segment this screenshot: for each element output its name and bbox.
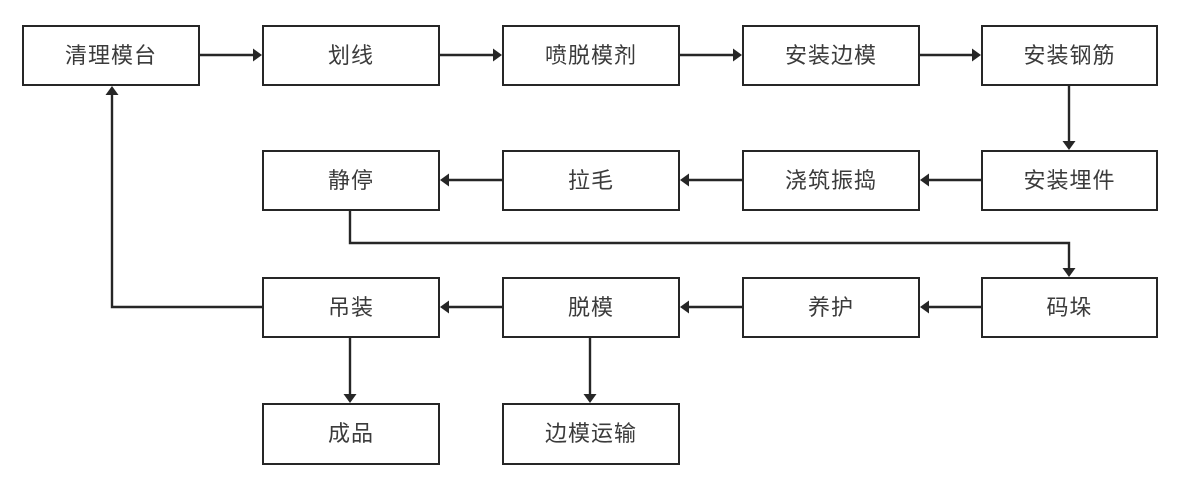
process-node-label: 成品 <box>327 421 374 446</box>
process-node-anzhuanggangjin[interactable]: 安装钢筋 <box>981 25 1158 86</box>
process-node-label: 安装钢筋 <box>1023 42 1116 68</box>
process-node-label: 划线 <box>327 42 374 68</box>
process-node-penttuomoji[interactable]: 喷脱模剂 <box>502 25 680 86</box>
process-node-anzhuangbianmo[interactable]: 安装边模 <box>742 25 920 86</box>
process-node-jingting[interactable]: 静停 <box>262 150 440 211</box>
edge-anzhuangbianmo-to-anzhuanggangjin <box>920 48 981 62</box>
process-node-label: 清理模台 <box>64 42 157 68</box>
edge-diaozhuang-to-chengpin <box>343 338 357 403</box>
process-node-label: 静停 <box>327 167 374 193</box>
edge-yanghu-to-tuomo <box>680 300 742 314</box>
process-node-label: 安装边模 <box>784 42 877 68</box>
edge-jingting-to-maduo <box>348 211 1076 277</box>
edge-anzhuanggangjin-to-anzhuangmaijian <box>1062 86 1076 150</box>
process-node-maduo[interactable]: 码垛 <box>981 277 1158 338</box>
edge-tuomo-to-bianmoyunshu <box>583 338 597 403</box>
edge-anzhuangmaijian-to-jiaozhuzhendao <box>920 173 981 187</box>
edge-maduo-to-yanghu <box>920 300 981 314</box>
edge-diaozhuang-to-qinglimotai <box>105 86 262 309</box>
process-node-huaxian[interactable]: 划线 <box>262 25 440 86</box>
process-node-label: 拉毛 <box>567 167 614 193</box>
process-node-label: 边模运输 <box>544 421 637 446</box>
process-node-anzhuangmaijian[interactable]: 安装埋件 <box>981 150 1158 211</box>
process-node-label: 吊装 <box>327 294 374 320</box>
process-node-yanghu[interactable]: 养护 <box>742 277 920 338</box>
process-node-diaozhuang[interactable]: 吊装 <box>262 277 440 338</box>
process-node-label: 码垛 <box>1046 294 1093 320</box>
edge-qinglimotai-to-huaxian <box>200 48 262 62</box>
process-node-label: 喷脱模剂 <box>544 42 637 68</box>
edge-huaxian-to-penttuomoji <box>440 48 502 62</box>
process-node-lamao[interactable]: 拉毛 <box>502 150 680 211</box>
edge-penttuomoji-to-anzhuangbianmo <box>680 48 742 62</box>
process-node-label: 安装埋件 <box>1023 167 1116 193</box>
process-node-tuomo[interactable]: 脱模 <box>502 277 680 338</box>
process-node-jiaozhuzhendao[interactable]: 浇筑振捣 <box>742 150 920 211</box>
process-node-label: 脱模 <box>567 294 614 320</box>
edge-jiaozhuzhendao-to-lamao <box>680 173 742 187</box>
edge-tuomo-to-diaozhuang <box>440 300 502 314</box>
process-node-label: 浇筑振捣 <box>784 167 877 193</box>
process-node-chengpin[interactable]: 成品 <box>262 403 440 465</box>
process-node-bianmoyunshu[interactable]: 边模运输 <box>502 403 680 465</box>
edge-lamao-to-jingting <box>440 173 502 187</box>
process-node-label: 养护 <box>807 294 854 320</box>
process-node-qinglimotai[interactable]: 清理模台 <box>22 25 200 86</box>
